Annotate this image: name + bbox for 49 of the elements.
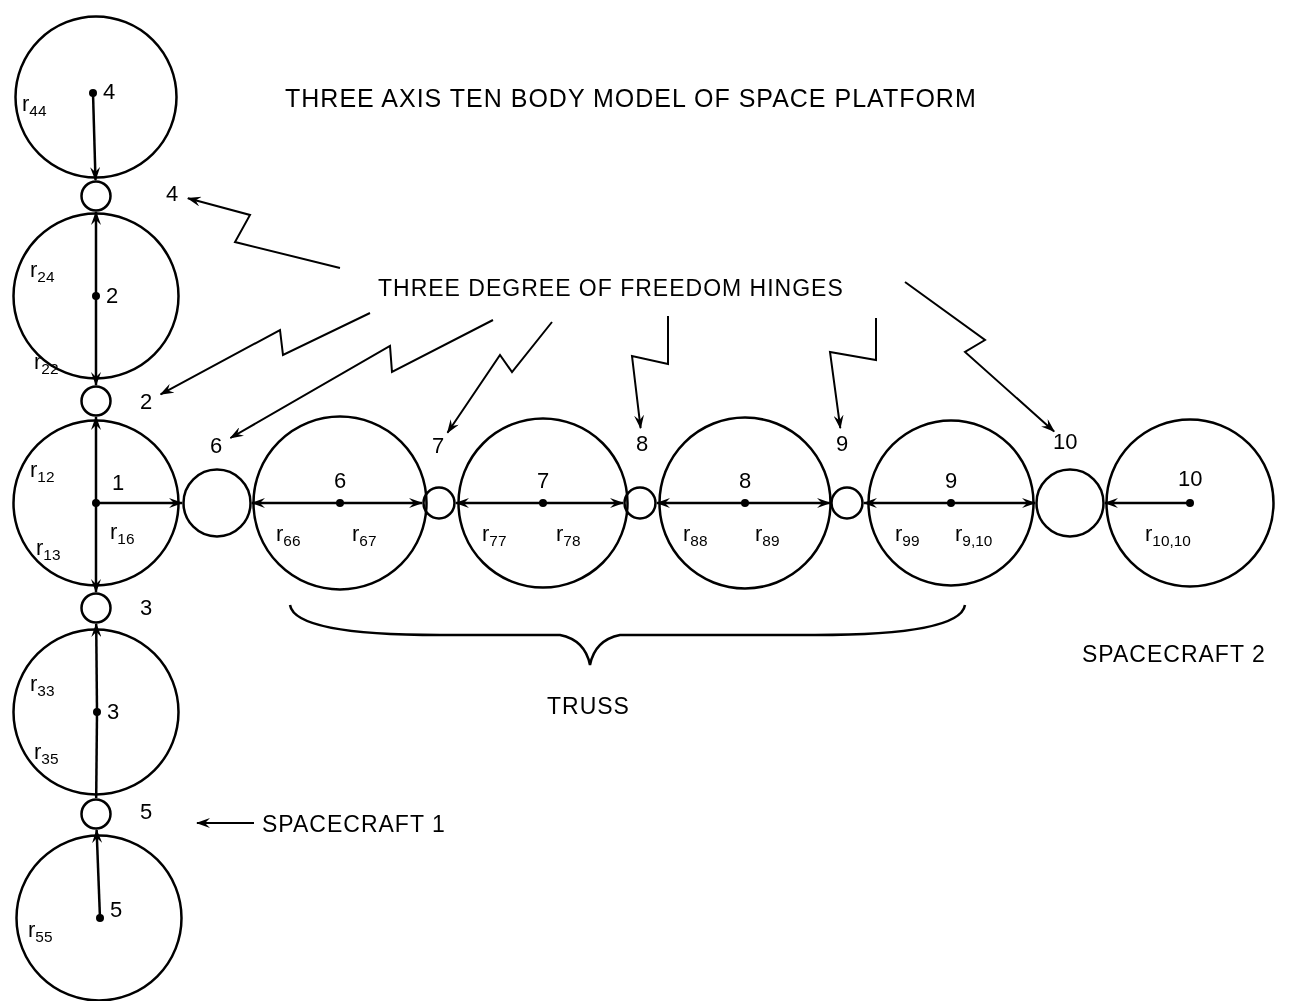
part-label: TRUSS <box>547 694 630 718</box>
vector-label: r$_{35}$ <box>34 740 59 764</box>
body-number: 7 <box>537 469 550 493</box>
vector-label: r$_{77}$ <box>482 522 507 546</box>
leader-line <box>186 196 341 269</box>
callout-text: THREE DEGREE OF FREEDOM HINGES <box>378 276 844 300</box>
leader-line <box>229 319 494 439</box>
vector-label: r$_{9,10}$ <box>955 522 993 546</box>
leader-line <box>196 818 255 828</box>
body-number: 4 <box>103 80 116 104</box>
leader-line <box>630 315 669 430</box>
vector-label: r$_{13}$ <box>36 536 61 560</box>
body-number: 10 <box>1178 467 1203 491</box>
body-number: 5 <box>110 898 123 922</box>
title: THREE AXIS TEN BODY MODEL OF SPACE PLATFORM <box>285 86 977 110</box>
hinge-number: 8 <box>636 432 649 456</box>
vector-label: r$_{89}$ <box>755 522 780 546</box>
vector-label: r$_{88}$ <box>683 522 708 546</box>
body-number: 9 <box>945 469 958 493</box>
leader-line <box>446 321 553 434</box>
vector-label: r$_{24}$ <box>30 258 55 282</box>
vector-label: r$_{55}$ <box>28 918 53 942</box>
hinge-number: 6 <box>210 434 223 458</box>
hinge-number: 7 <box>432 434 445 458</box>
part-label: SPACECRAFT 2 <box>1082 642 1266 666</box>
body-number: 2 <box>106 284 119 308</box>
vector-label: r$_{66}$ <box>276 522 301 546</box>
vector-label: r$_{16}$ <box>110 520 135 544</box>
vector-label: r$_{33}$ <box>30 672 55 696</box>
hinge-number: 5 <box>140 800 153 824</box>
vector-label: r$_{10,10}$ <box>1145 522 1191 546</box>
vector-label: r$_{44}$ <box>22 92 47 116</box>
callout-text: SPACECRAFT 1 <box>262 812 446 836</box>
body-number: 3 <box>107 700 120 724</box>
hinge-number: 9 <box>836 432 849 456</box>
vector-label: r$_{78}$ <box>556 522 581 546</box>
body-number: 1 <box>112 471 125 495</box>
body-number: 8 <box>739 469 752 493</box>
hinge-number: 2 <box>140 390 153 414</box>
body-number: 6 <box>334 469 347 493</box>
leader-line <box>828 317 877 430</box>
leader-line <box>159 312 371 396</box>
vector-label: r$_{67}$ <box>352 522 377 546</box>
hinge-number: 4 <box>166 182 179 206</box>
vector-label: r$_{99}$ <box>895 522 920 546</box>
hinge-number: 10 <box>1053 430 1078 454</box>
vector-label: r$_{12}$ <box>30 458 55 482</box>
leader-line <box>904 281 1056 433</box>
hinge-number: 3 <box>140 596 153 620</box>
